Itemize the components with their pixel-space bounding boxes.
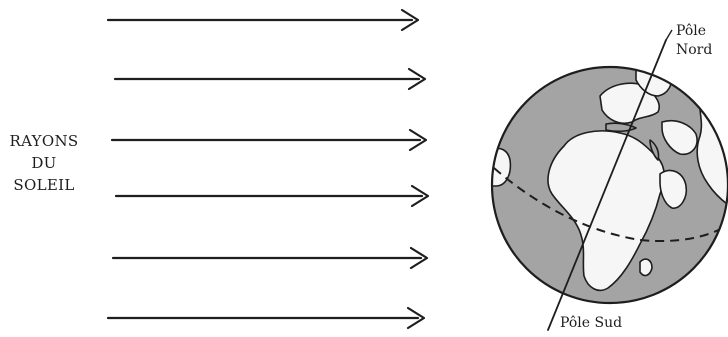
sun-rays-label: RAYONS DU SOLEIL bbox=[0, 130, 88, 196]
north-pole-label-line: Nord bbox=[676, 41, 712, 60]
sun-rays-label-line: SOLEIL bbox=[0, 174, 88, 196]
south-pole-label: Pôle Sud bbox=[560, 314, 622, 332]
sun-ray-arrow bbox=[115, 69, 425, 89]
sun-rays-label-line: DU bbox=[0, 152, 88, 174]
north-pole-pointer bbox=[666, 30, 672, 40]
madagascar-island bbox=[640, 259, 652, 275]
north-pole-label: Pôle Nord bbox=[676, 22, 712, 60]
sun-ray-arrow bbox=[113, 248, 427, 268]
earth-globe bbox=[490, 65, 728, 303]
sun-rays-label-line: RAYONS bbox=[0, 130, 88, 152]
sun-ray-arrow bbox=[112, 130, 426, 150]
sun-ray-arrow bbox=[116, 186, 428, 206]
sun-ray-arrow bbox=[108, 10, 418, 30]
sun-ray-arrow bbox=[108, 308, 424, 328]
north-pole-label-line: Pôle bbox=[676, 22, 712, 41]
sun-rays bbox=[108, 10, 428, 328]
